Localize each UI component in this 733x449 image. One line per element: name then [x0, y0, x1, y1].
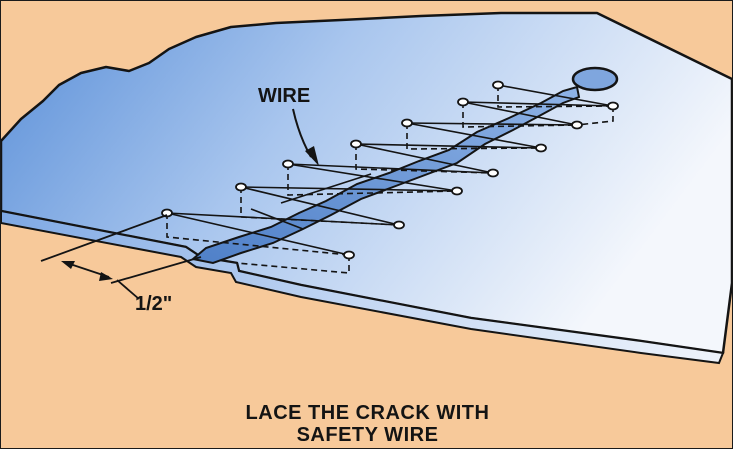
dimension-label: 1/2" [135, 293, 173, 315]
wire-leader [292, 108, 319, 166]
caption-line-1: LACE THE CRACK WITH [245, 402, 490, 424]
dimension-arrowheads [61, 261, 113, 281]
stop-drill-hole [571, 66, 619, 92]
safety-wire-underside [166, 85, 614, 274]
safety-wire-lacing [166, 84, 614, 256]
drilled-holes [161, 80, 619, 260]
caption-line-2: SAFETY WIRE [296, 424, 439, 446]
wire-label: WIRE [258, 85, 311, 107]
